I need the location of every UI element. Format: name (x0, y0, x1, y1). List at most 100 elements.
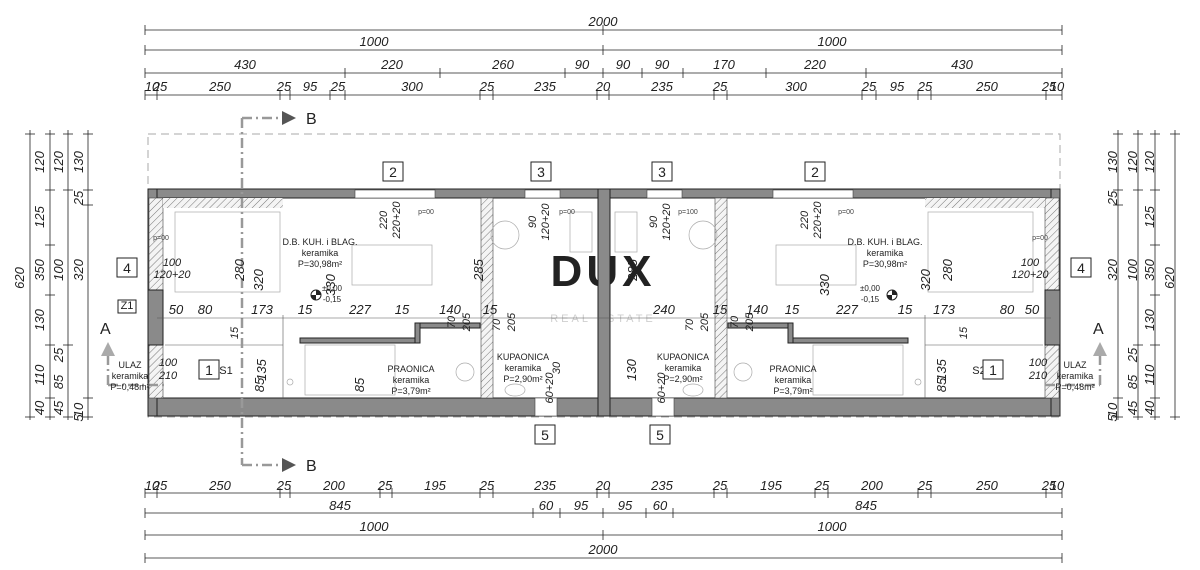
dim-left-col4: 320 (71, 258, 86, 280)
dim-top-row3: 430 (234, 57, 256, 72)
dim-top-row3: 430 (951, 57, 973, 72)
dim-interior: 15 (395, 302, 410, 317)
section-label-b-bottom: B (306, 458, 317, 475)
dim-left-col3: 85 (51, 374, 66, 389)
dim-left-col3: 120 (51, 150, 66, 172)
room-name: KUPAONICA (657, 352, 709, 362)
sill-mark: p=00 (838, 209, 854, 216)
dim-top-row3: 220 (380, 57, 403, 72)
dim-left-col3: 25 (51, 347, 66, 363)
dim-top-row4: 10 (145, 79, 160, 94)
dim-bottom-row2: 845 (855, 498, 877, 513)
callout-frame (982, 359, 1004, 380)
dim-left-col4: 5 (71, 414, 86, 422)
dim-left-col2: 110 (32, 364, 47, 385)
dim-right-col4: 10 (1105, 402, 1120, 417)
callout-number: 1 (205, 362, 213, 378)
dim-interior-vertical: 280 (940, 258, 955, 281)
room-finish: keramika (393, 375, 430, 385)
walls (147, 188, 1061, 417)
door-label: 70 (684, 318, 696, 331)
dim-interior-vertical: 135 (254, 358, 269, 380)
dim-interior-vertical: 285 (625, 258, 640, 281)
dim-interior: 15 (785, 302, 800, 317)
door-label: 70 (729, 315, 741, 328)
callout-box: 4 (116, 257, 138, 278)
side-window-label: 100 (159, 357, 178, 369)
dim-left-col3: 45 (51, 400, 66, 415)
dim-interior: 140 (439, 302, 461, 317)
dim-top-row3: 90 (575, 57, 590, 72)
dim-interior: 15 (298, 302, 313, 317)
dim-interior: 140 (746, 302, 768, 317)
door-label: 60+20 (544, 372, 556, 404)
callout-number: 4 (123, 260, 131, 276)
dim-right-col2: 110 (1142, 364, 1157, 385)
room-name: D.B. KUH. i BLAG. (282, 237, 357, 247)
sill-mark: p=00 (418, 209, 434, 216)
window-label: 90 (648, 215, 660, 228)
door-label: 205 (744, 312, 756, 332)
dim-bottom-row1: 10 (1050, 478, 1065, 493)
dim-top-row4: 300 (401, 79, 423, 94)
dim-bottom-row1: 10 (145, 478, 160, 493)
side-window-label: 100 (1029, 357, 1048, 369)
dim-left-col2: 350 (32, 258, 47, 280)
room-name: KUPAONICA (497, 352, 549, 362)
callout-box: 1 (982, 359, 1004, 380)
callout-box: 3 (651, 161, 673, 182)
room-name: D.B. KUH. i BLAG. (847, 237, 922, 247)
section-label-a-left: A (100, 321, 111, 338)
dim-bottom-row1: 25 (814, 478, 830, 493)
dim-interior: 80 (1000, 302, 1015, 317)
unit-label: S1 (219, 365, 232, 377)
door-label: 205 (699, 312, 711, 332)
dim-bottom-row2: 60 (653, 498, 668, 513)
dim-interior: 240 (652, 302, 675, 317)
level-marker: ±0,00-0,15 (860, 284, 898, 304)
dim-interior: 15 (713, 302, 728, 317)
dim-bottom-row1: 25 (917, 478, 933, 493)
door-label: 30 (551, 361, 563, 374)
dimension-lines (25, 25, 1180, 563)
dim-top-row3: 90 (655, 57, 670, 72)
callout-frame (116, 257, 138, 278)
room-area: P=2,90m² (663, 374, 702, 384)
callout-box: 3 (530, 161, 552, 182)
dim-bottom-row1: 25 (377, 478, 393, 493)
dim-right-col4: 5 (1105, 414, 1120, 422)
dim-interior: 173 (933, 302, 955, 317)
dim-interior-vertical: 285 (471, 258, 486, 281)
dim-right-col4: 130 (1105, 150, 1120, 172)
section-label-b-top: B (306, 111, 317, 128)
dim-top-row4: 25 (330, 79, 346, 94)
dim-bottom-row1: 20 (595, 478, 611, 493)
dim-left-col4: 25 (71, 190, 86, 206)
dim-interior-vertical: 85 (252, 377, 267, 392)
room-area: P=3,79m² (391, 386, 430, 396)
level-marker: ±0,00-0,15 (310, 284, 343, 304)
z1-box (117, 299, 137, 314)
dim-left-col2: 40 (32, 400, 47, 415)
dim-interior: 50 (169, 302, 184, 317)
room-name: ULAZ (118, 360, 142, 370)
callout-number: 4 (1077, 260, 1085, 276)
callout-frame (382, 161, 404, 182)
callout-number: 5 (656, 427, 664, 443)
section-cuts: B B A A (100, 111, 1107, 475)
side-window-label: 210 (158, 370, 178, 382)
dim-interior-vertical: 85 (934, 377, 949, 392)
side-window-label: 100 (1021, 257, 1040, 269)
dim-bottom-row1: 25 (712, 478, 728, 493)
side-window-label: 120+20 (1011, 269, 1049, 281)
dim-left-outer: 620 (12, 266, 27, 288)
dim-top-row4: 95 (890, 79, 905, 94)
dim-top-row4: 20 (595, 79, 611, 94)
dim-top-row4: 25 (861, 79, 877, 94)
dim-interior: 173 (251, 302, 273, 317)
